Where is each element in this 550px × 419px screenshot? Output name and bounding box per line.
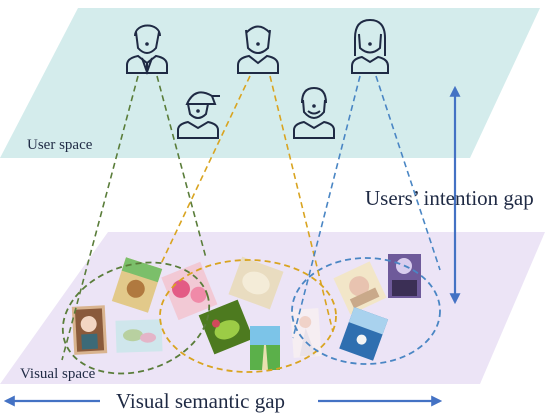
user-female-icon [351, 18, 389, 74]
anime-girl-photo [71, 305, 108, 355]
visual-space-label: Visual space [20, 366, 96, 382]
butterfly-bird-photo [115, 319, 163, 353]
user-male-collar-icon [237, 25, 279, 74]
user-space-plane [0, 8, 540, 158]
deer-toy-photo [111, 257, 163, 313]
user-cap-icon [177, 91, 220, 139]
semantic-gap-label: Visual semantic gap [116, 389, 286, 413]
fluffy-toy-photo [228, 256, 284, 310]
green-leaf-photo [198, 299, 254, 355]
blue-ocean-photo [339, 307, 389, 361]
orange-projection-lines [159, 75, 334, 333]
purple-gate-photo [388, 254, 421, 298]
user-male-suit-icon [126, 24, 168, 75]
blue-projection-lines [292, 75, 441, 339]
green-group-ellipse [61, 261, 211, 375]
user-space-label: User space [27, 137, 93, 153]
orange-group-ellipse [159, 259, 337, 373]
blue-group-ellipse [291, 257, 441, 365]
pastel-illustration-photo [333, 261, 387, 315]
user-beard-icon [293, 86, 335, 139]
green-path-photo [250, 326, 280, 370]
intention-gap-label: Users’ intention gap [365, 186, 534, 210]
green-projection-lines [61, 75, 207, 361]
